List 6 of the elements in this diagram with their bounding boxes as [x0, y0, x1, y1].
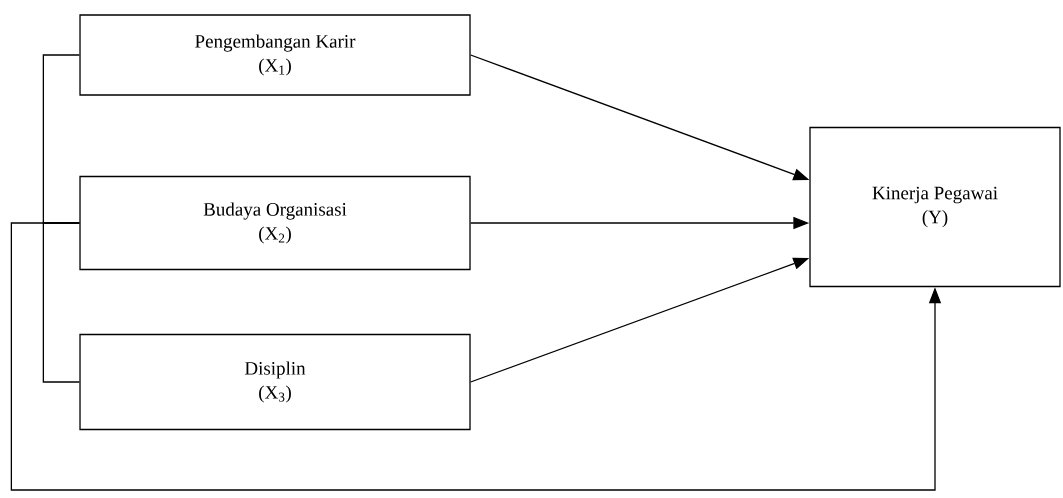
- variable-box: Budaya Organisasi (X$_{2}$): [79, 175, 471, 271]
- variable-box: Pengembangan Karir (X$_{1}$): [79, 14, 471, 96]
- bracket-line: [42, 222, 81, 383]
- variable-box: Disiplin (X$_{3}$): [79, 333, 471, 431]
- variable-box: Kinerja Pegawai (Y): [809, 126, 1061, 288]
- bracket-line: [42, 54, 81, 224]
